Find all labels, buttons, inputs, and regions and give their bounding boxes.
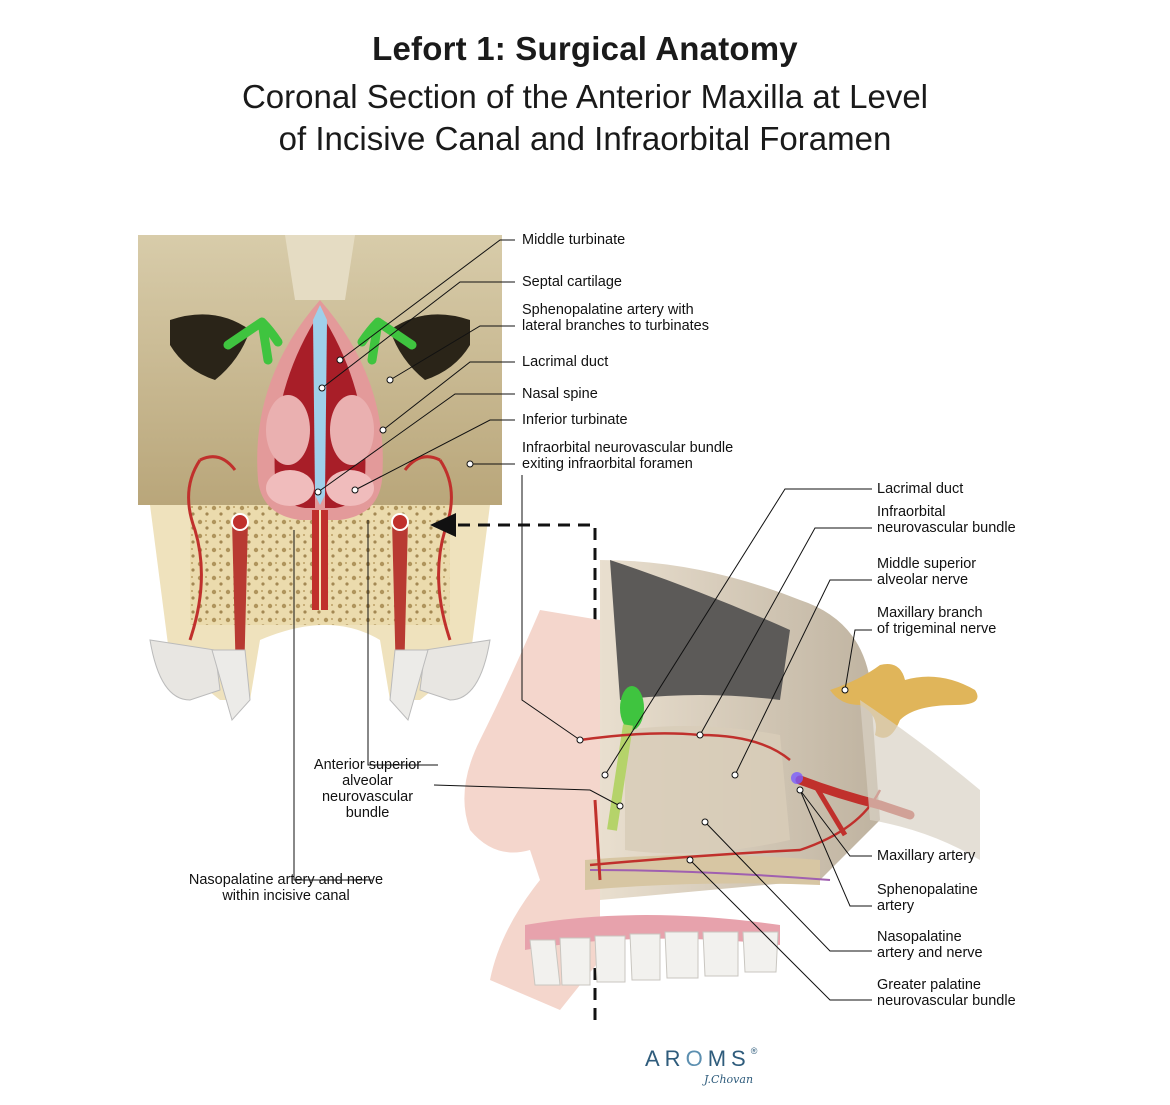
label-maxillary-artery: Maxillary artery	[877, 848, 976, 864]
label-nasal-spine: Nasal spine	[522, 386, 598, 402]
page-subtitle-line1: Coronal Section of the Anterior Maxilla …	[241, 78, 929, 115]
coronal-leader-lines	[293, 239, 515, 881]
label-infraorbital-bundle-sagittal: Infraorbital neurovascular bundle	[877, 504, 1016, 536]
sagittal-section-figure	[464, 560, 980, 1010]
logo-globe-icon: O	[685, 1046, 708, 1071]
label-nasopalatine-sagittal: Nasopalatine artery and nerve	[877, 929, 983, 961]
label-sphenopalatine-artery-sagittal: Sphenopalatine artery	[877, 882, 978, 914]
sagittal-leader-dots	[576, 686, 849, 864]
label-sphenopalatine-artery: Sphenopalatine artery with lateral branc…	[522, 302, 709, 334]
label-septal-cartilage: Septal cartilage	[522, 274, 622, 290]
sagittal-leader-lines	[433, 475, 872, 1001]
label-greater-palatine: Greater palatine neurovascular bundle	[877, 977, 1016, 1009]
section-arrow-head	[430, 513, 456, 537]
label-inferior-turbinate: Inferior turbinate	[522, 412, 628, 428]
artist-signature: J.Chovan	[704, 1073, 754, 1086]
coronal-section-figure	[138, 235, 502, 722]
label-middle-turbinate: Middle turbinate	[522, 232, 626, 248]
label-nasopalatine-incisive-canal: Nasopalatine artery and nerve within inc…	[188, 872, 384, 904]
label-anterior-superior-alveolar: Anterior superior alveolar neurovascular…	[313, 757, 422, 821]
label-lacrimal-duct-sagittal: Lacrimal duct	[877, 481, 964, 497]
label-lacrimal-duct-coronal: Lacrimal duct	[522, 354, 609, 370]
label-middle-superior-alveolar: Middle superior alveolar nerve	[877, 556, 977, 588]
page-subtitle-line2: of Incisive Canal and Infraorbital Foram…	[278, 120, 892, 157]
label-maxillary-branch-trigeminal: Maxillary branch of trigeminal nerve	[877, 605, 997, 637]
coronal-leader-dots	[314, 356, 474, 496]
page-title: Lefort 1: Surgical Anatomy	[372, 30, 798, 67]
label-infraorbital-bundle-coronal: Infraorbital neurovascular bundle exitin…	[522, 440, 734, 472]
aroms-logo: AROMS®	[645, 1046, 758, 1071]
